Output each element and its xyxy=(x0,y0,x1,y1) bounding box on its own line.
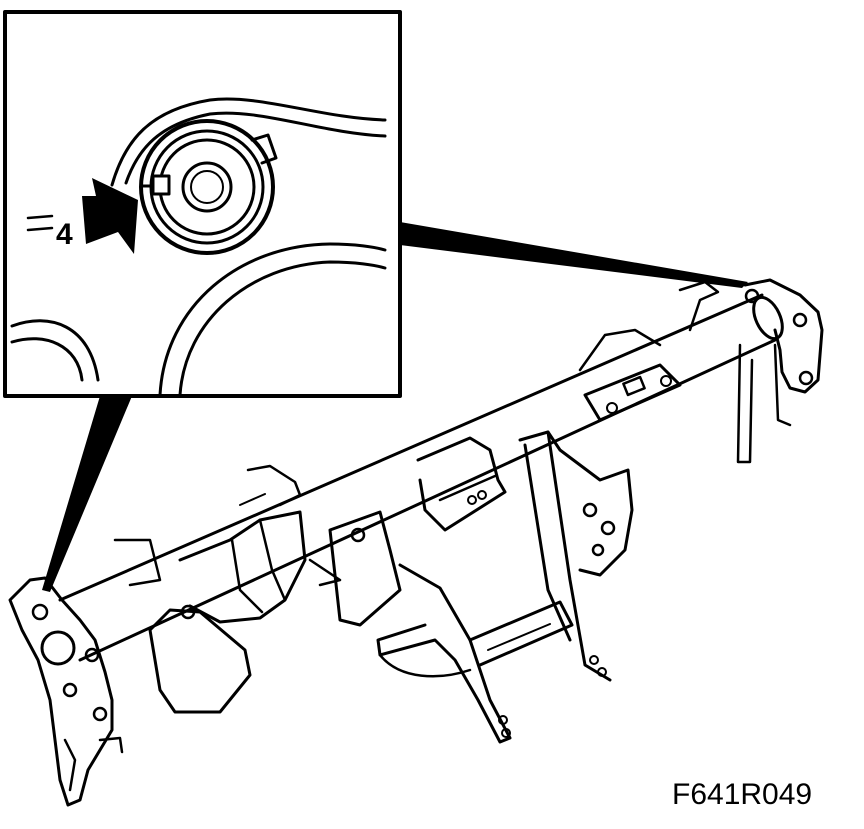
left-end-bracket xyxy=(8,576,124,807)
bold-arrow-icon xyxy=(82,178,138,254)
right-support-bracket xyxy=(518,328,682,682)
detail-leader-lines xyxy=(42,222,748,592)
center-bracket xyxy=(113,436,507,587)
mounting-ring xyxy=(139,119,278,255)
detail-inset xyxy=(3,10,402,398)
steering-column-bracket xyxy=(148,510,402,714)
figure-code: F641R049 xyxy=(672,778,813,811)
lower-brace xyxy=(376,563,574,744)
right-end-bracket xyxy=(678,278,824,464)
callout-label: 4 xyxy=(56,218,73,251)
